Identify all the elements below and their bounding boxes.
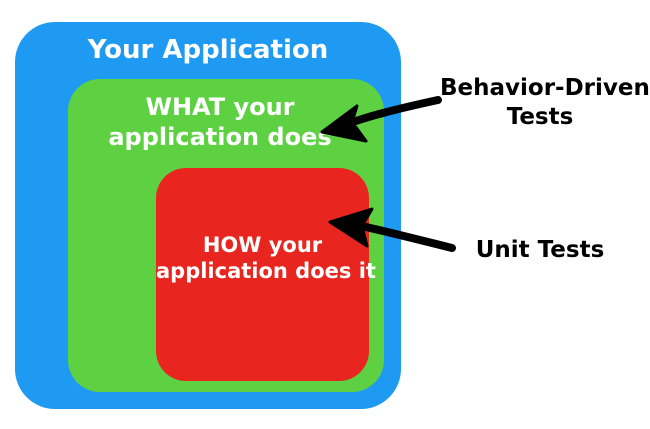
bdd-tests-label: Behavior-Driven Tests [440, 74, 650, 132]
bdd-tests-label-line1: Behavior-Driven [440, 75, 650, 101]
bdd-tests-label-line2: Tests [506, 103, 574, 130]
unit-arrow-icon [328, 207, 456, 252]
how-label-line1: HOW your [202, 233, 323, 257]
how-label-line2: application does it [156, 259, 376, 284]
how-label: HOW your application does it [156, 232, 376, 285]
bdd-arrow-icon [320, 96, 442, 143]
what-label-line2: application does [108, 123, 332, 151]
what-label-line1: WHAT your [145, 93, 295, 121]
application-label: Your Application [87, 35, 329, 65]
unit-tests-label: Unit Tests [475, 237, 605, 263]
how-box [156, 168, 369, 381]
what-label: WHAT your application does [100, 92, 340, 152]
